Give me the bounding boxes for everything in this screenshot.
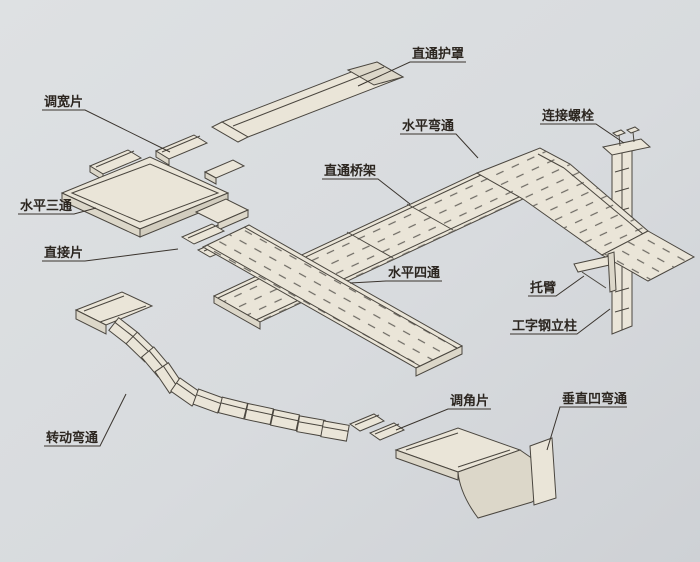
- leader-straight-tray: [322, 178, 411, 205]
- tray-run-right-part: [600, 230, 696, 282]
- leader-support-arm: [528, 275, 585, 297]
- width-adjust-pieces: [88, 134, 246, 185]
- label-straight-tray: 直通桥架: [324, 163, 376, 178]
- label-width-adjust: 调宽片: [44, 94, 83, 109]
- leader-straight-cover: [357, 61, 466, 87]
- label-i-beam-column: 工字钢立柱: [512, 318, 577, 333]
- label-straight-cover: 直通护罩: [412, 46, 464, 61]
- horizontal-cross-part: [201, 224, 464, 377]
- leader-connecting-bolt: [540, 123, 625, 144]
- leader-angle-adjust: [395, 408, 491, 431]
- rotating-bend-part: [74, 291, 350, 442]
- leader-rotating-bend: [44, 393, 127, 447]
- leader-vertical-concave-bend: [546, 406, 627, 451]
- leader-width-adjust: [42, 109, 171, 153]
- label-vertical-concave-bend: 垂直凹弯通: [562, 391, 627, 406]
- horizontal-bend-part: [475, 147, 649, 256]
- label-direct-piece: 直接片: [44, 245, 83, 260]
- label-horizontal-bend: 水平弯通: [402, 118, 454, 133]
- leader-lines: [18, 61, 627, 451]
- leader-horizontal-cross: [349, 280, 442, 284]
- label-rotating-bend: 转动弯通: [46, 430, 98, 445]
- connecting-bolt-part: [611, 126, 641, 147]
- labels: 直通护罩 调宽片 水平弯通 连接螺栓 直通桥架 水平三通 直接片 水平四通 托臂…: [20, 46, 627, 445]
- horizontal-tee-part: [60, 156, 250, 238]
- support-arm-part: [573, 251, 617, 293]
- label-support-arm: 托臂: [530, 280, 556, 295]
- label-horizontal-cross: 水平四通: [388, 265, 440, 280]
- leader-i-beam-column: [510, 308, 611, 335]
- label-connecting-bolt: 连接螺栓: [542, 108, 594, 123]
- angle-adjust-parts: [348, 413, 406, 441]
- straight-cover-part: [210, 61, 405, 143]
- leader-horizontal-bend: [400, 133, 479, 159]
- leader-direct-piece: [42, 248, 179, 262]
- leader-horizontal-tee: [18, 207, 97, 215]
- label-angle-adjust: 调角片: [450, 393, 489, 408]
- label-horizontal-tee: 水平三通: [20, 198, 72, 213]
- vertical-concave-bend-part: [394, 427, 557, 519]
